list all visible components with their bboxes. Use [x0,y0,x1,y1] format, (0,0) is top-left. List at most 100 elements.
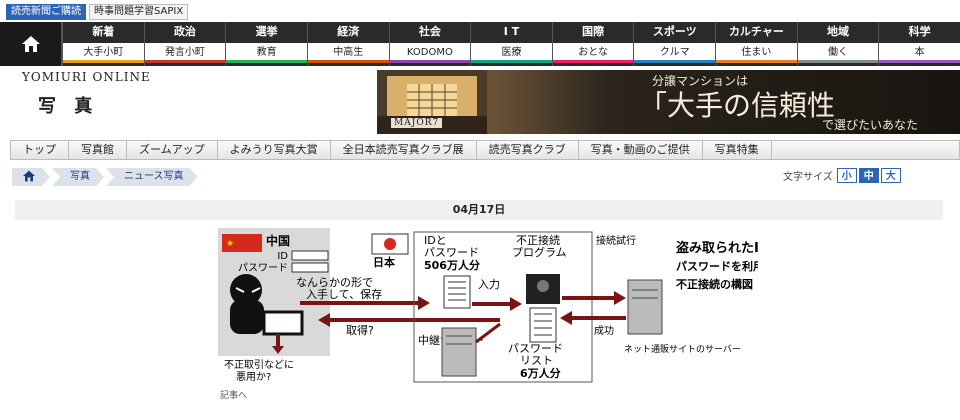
nav-column: 国際おとな [551,22,634,66]
target-text: ネット通販サイトのサーバー [624,343,741,355]
subnav-top[interactable]: トップ [11,141,69,159]
nav-item-top[interactable]: 新着 [92,25,115,38]
nav-item-top[interactable]: 社会 [418,25,441,38]
nav-column: 地域働く [796,22,879,66]
nav-column: 選挙教育 [225,22,307,66]
obtained-text-2: 入手して、保存 [306,287,382,301]
font-size-large[interactable]: 大 [880,168,901,183]
diagram-title-line3: 不正接続の構図 [676,277,753,291]
subnav-photo-gallery[interactable]: 写真館 [69,141,127,159]
nav-item-bottom[interactable]: 教育 [226,43,307,63]
nav-item-top[interactable]: 政治 [173,25,196,38]
nav-item-bottom[interactable]: 働く [797,43,879,63]
nav-item-top[interactable]: 地域 [827,25,850,38]
nav-column: カルチャー住まい [715,22,797,66]
nav-item-bottom[interactable]: 発言小町 [144,43,226,63]
sapix-link[interactable]: 時事問題学習SAPIX [89,4,189,20]
nav-column: 社会 KODOMO [388,22,471,66]
site-logo[interactable]: YOMIURI ONLINE [22,70,151,84]
hacker-icon [230,274,304,336]
nav-item-bottom[interactable]: クルマ [634,43,716,63]
article-link[interactable]: 記事へ [220,391,248,401]
top-links: 読売新聞ご購読 時事問題学習SAPIX [6,4,189,20]
nav-item-top[interactable]: カルチャー [728,25,784,38]
ad-banner[interactable]: MAJOR7 分譲マンションは 「大手の信頼性 で選びたいあなた [377,70,960,134]
nav-column: スポーツクルマ [633,22,716,66]
home-icon [22,170,36,182]
nav-item-bottom[interactable]: 中高生 [307,43,389,63]
misuse-text-2: 悪用か? [236,371,271,383]
nav-item-top[interactable]: スポーツ [652,25,697,38]
photo-subnav: トップ 写真館 ズームアップ よみうり写真大賞 全日本読売写真クラブ展 読売写真… [10,140,960,160]
japan-box [413,231,593,383]
stolen-text: 取得? [346,324,374,337]
idpw-text-3: 506万人分 [424,258,480,272]
font-size-medium[interactable]: 中 [858,168,879,183]
nav-column: 科学本 [878,22,960,66]
japan-flag-icon [371,233,409,255]
program-text-2: プログラム [512,245,567,259]
nav-item-bottom[interactable]: おとな [552,43,634,63]
home-button[interactable] [0,22,62,66]
idpw-text-2: パスワード [424,246,479,259]
nav-column: 新着大手小町 [62,22,144,66]
success-text: 成功 [594,325,614,337]
font-size-small[interactable]: 小 [836,168,857,183]
relay-server-icon [441,327,477,377]
japan-label: 日本 [373,255,395,269]
nav-item-bottom[interactable]: 本 [879,43,960,63]
date-header: 04月17日 [15,200,943,220]
password-list-icon [529,307,557,343]
nav-item-top[interactable]: 国際 [582,25,605,38]
subnav-photo-award[interactable]: よみうり写真大賞 [218,141,331,159]
id-box [291,250,329,261]
subnav-features[interactable]: 写真特集 [703,141,772,159]
nav-column: 経済中高生 [306,22,389,66]
nav-item-bottom[interactable]: 医療 [471,43,552,63]
nav-item-bottom[interactable]: 住まい [716,43,797,63]
nav-item-top[interactable]: 科学 [908,25,931,38]
target-server-icon [627,279,663,335]
input-text: 入力 [478,278,500,291]
idpw-list-icon [443,275,471,309]
ad-brand: MAJOR7 [391,118,443,128]
obtained-text-1: なんらかの形で [296,276,373,289]
password-box [291,262,329,273]
program-text-1: 不正接続 [516,233,560,247]
nav-item-top[interactable]: 選挙 [255,25,278,38]
svg-text:★: ★ [226,239,234,249]
nav-column: I T 医療 [470,22,552,66]
misuse-text-1: 不正取引などに [224,359,294,371]
breadcrumb-home[interactable] [12,168,50,186]
idpw-text-1: IDと [424,234,447,247]
subscribe-link[interactable]: 読売新聞ご購読 [6,4,86,20]
font-size-label: 文字サイズ [783,172,833,183]
diagram-title: 盗み取られたID・ パスワードを利用した 不正接続の構図 [676,240,758,291]
ad-text-line2: 「大手の信頼性 [639,89,836,122]
diagram-title-line2: パスワードを利用した [676,259,758,273]
list-text-1: パスワード [508,342,563,355]
nav-item-top[interactable]: I T [503,25,520,38]
nav-item-bottom[interactable]: KODOMO [389,43,471,63]
subnav-submit[interactable]: 写真・動画のご提供 [579,141,703,159]
font-size-control: 文字サイズ 小 中 大 [783,168,901,183]
home-icon [21,36,40,52]
subnav-zoom-up[interactable]: ズームアップ [127,141,218,159]
news-photo[interactable]: ★ 中国 ID パスワード 不正取引などに 悪用か? 日本 なんらかの形で 入手… [218,228,758,388]
china-flag-icon: ★ [222,234,262,252]
nav-item-bottom[interactable]: 大手小町 [63,43,144,63]
breadcrumb: 写真 ニュース写真 [12,168,200,186]
ad-text-line1: 分譲マンションは [652,74,749,88]
nav-item-top[interactable]: 経済 [337,25,360,38]
password-label: パスワード [238,262,288,274]
program-icon [526,274,560,304]
breadcrumb-photo[interactable]: 写真 [52,168,104,186]
china-label: 中国 [266,233,290,248]
diagram-title-line1: 盗み取られたID・ [676,240,758,256]
breadcrumb-news-photo[interactable]: ニュース写真 [106,168,198,186]
attempt-text: 接続試行 [596,234,636,247]
subnav-photo-club-exhibit[interactable]: 全日本読売写真クラブ展 [331,141,477,159]
subnav-photo-club[interactable]: 読売写真クラブ [477,141,579,159]
id-label: ID [277,251,288,262]
